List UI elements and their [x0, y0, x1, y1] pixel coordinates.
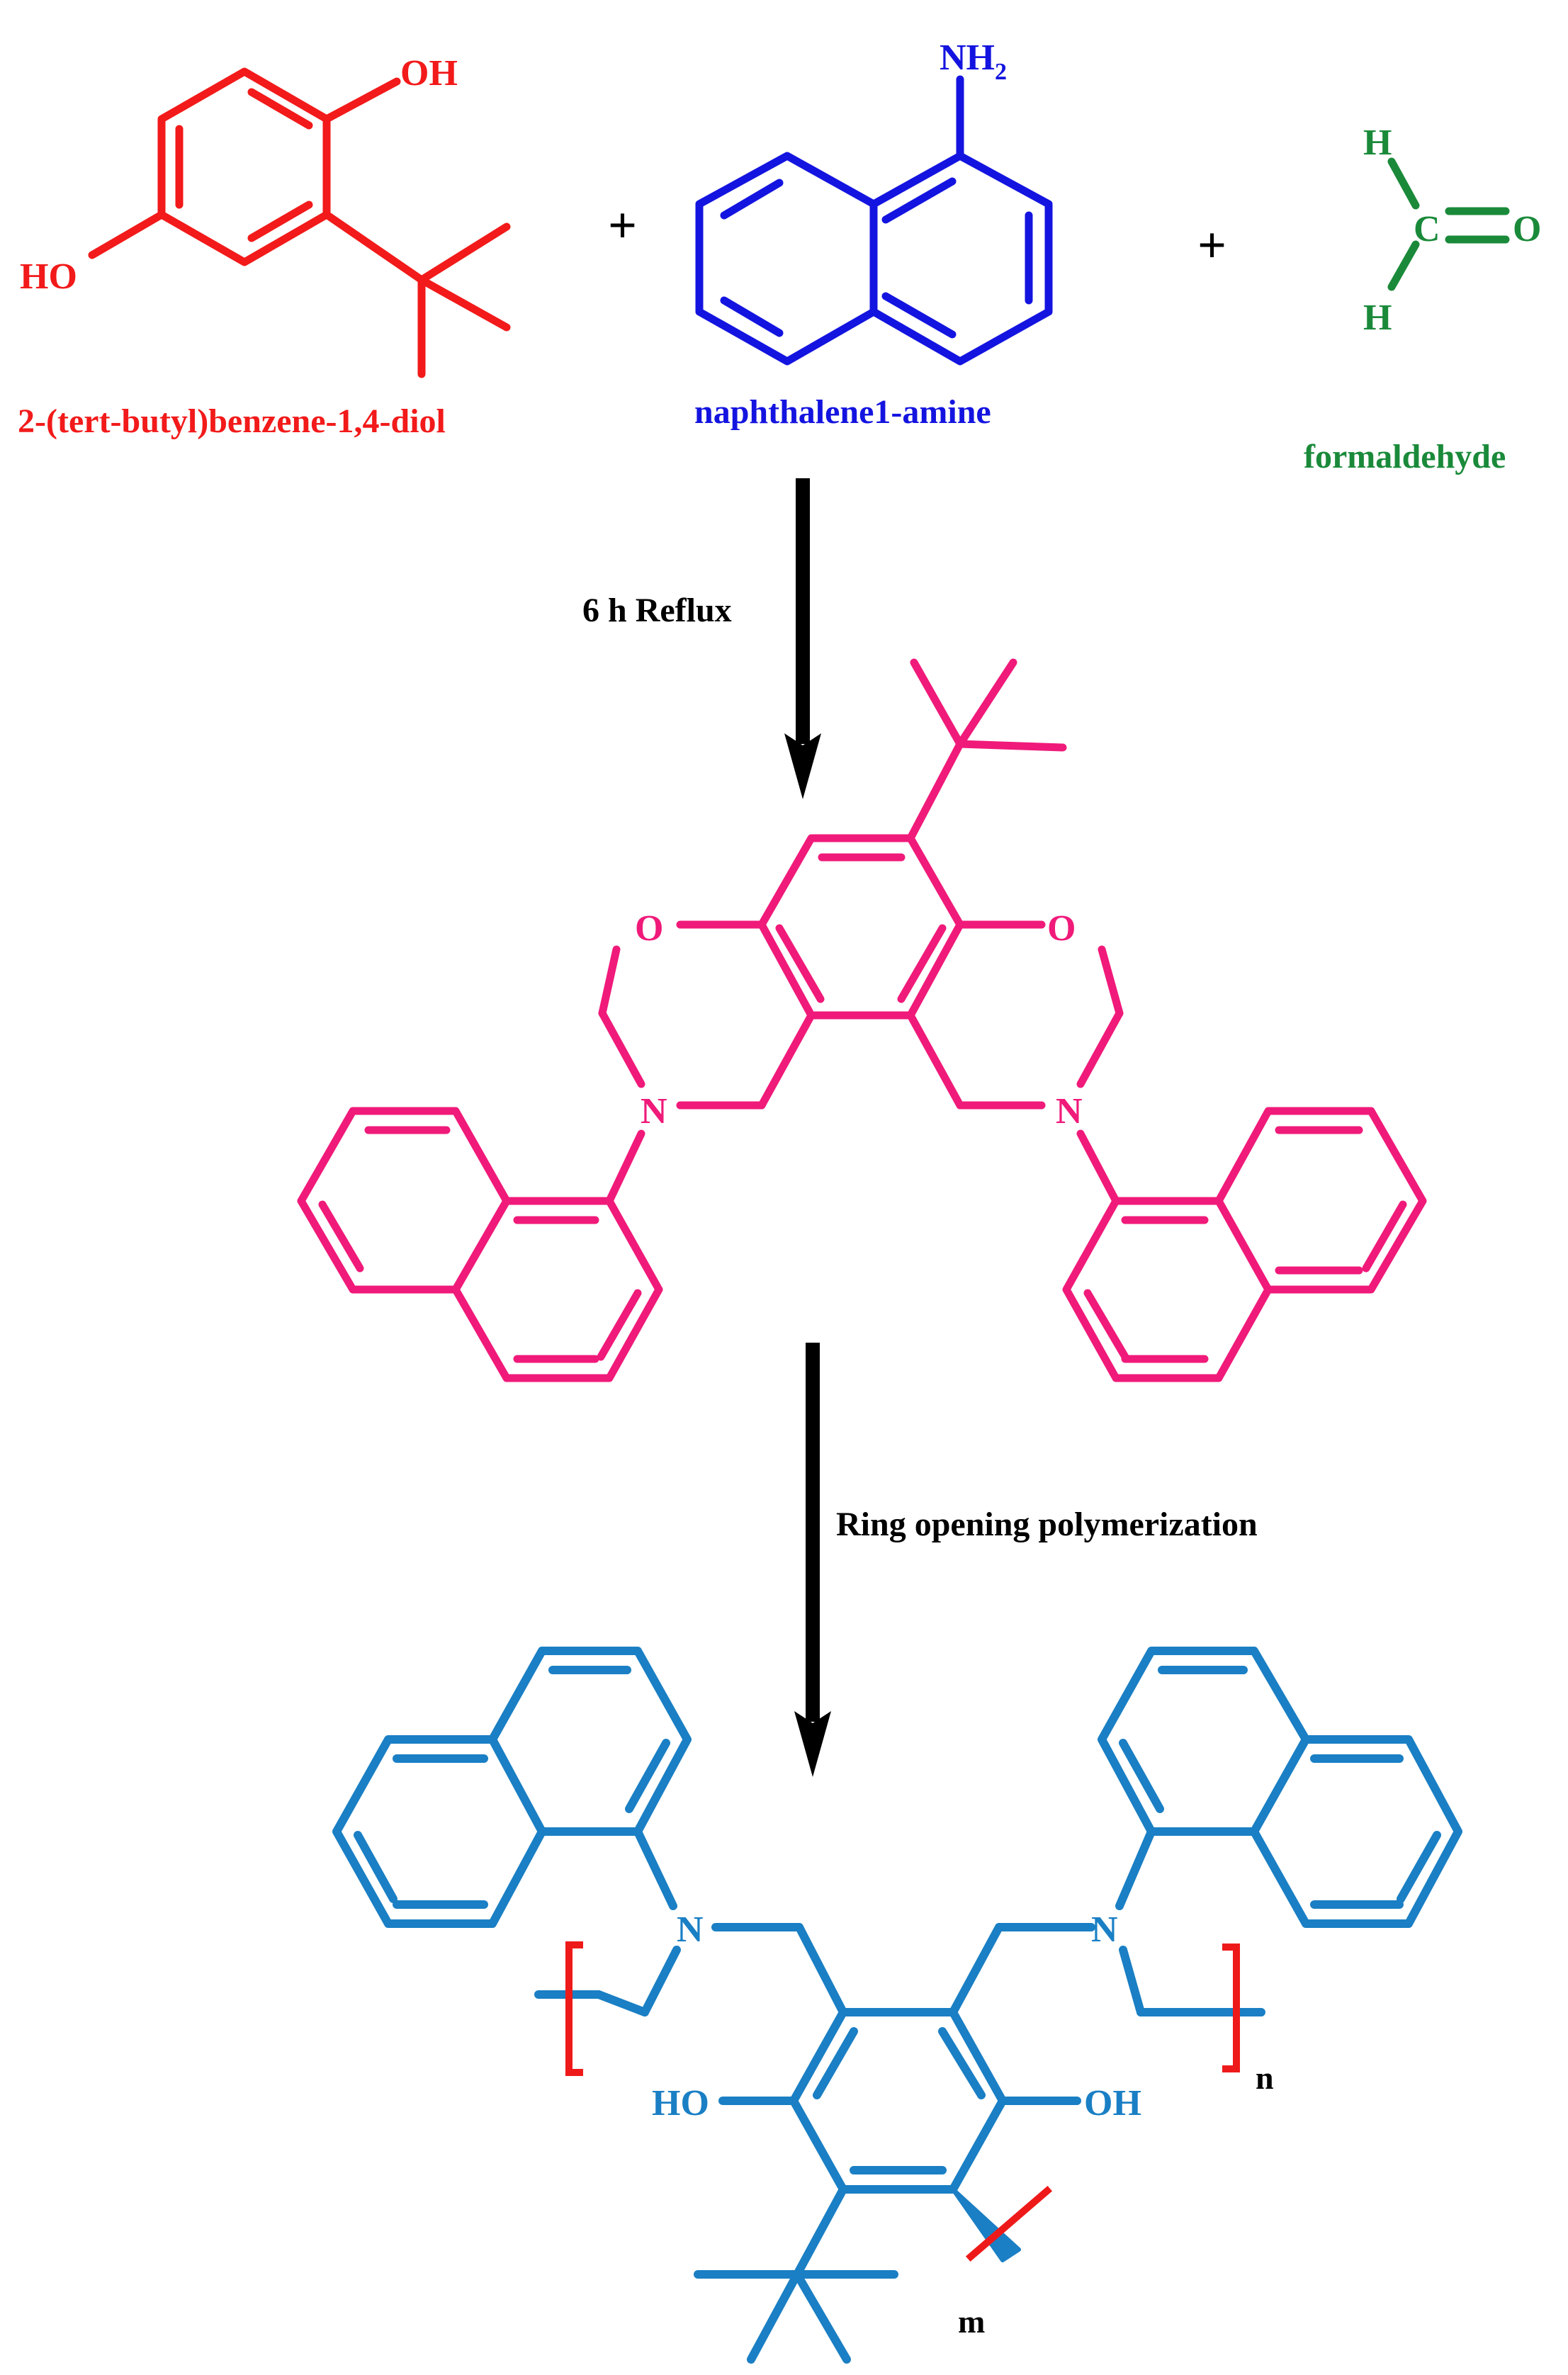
oh-label-top: OH [400, 53, 458, 94]
reactant-1-name: 2-(tert-butyl)benzene-1,4-diol [18, 402, 446, 440]
plus-sign-1: + [608, 197, 637, 254]
repeat-index-n: n [1256, 2060, 1274, 2096]
condition-rop: Ring opening polymerization [836, 1506, 1258, 1543]
tert-butylhydroquinone-structure: OH HO [20, 53, 511, 378]
ho-label: HO [652, 2083, 709, 2123]
h-label-top: H [1363, 123, 1392, 163]
benzoxazine-monomer-structure: O O N N [297, 658, 1427, 1382]
naphthylamine-structure: NH2 [695, 38, 1053, 366]
o-label-right: O [1047, 908, 1076, 949]
n-label-right: N [1056, 1091, 1083, 1132]
plus-sign-2: + [1197, 217, 1226, 273]
reactant-2-name: naphthalene1-amine [694, 393, 991, 431]
ho-label-left: HO [20, 256, 77, 297]
formaldehyde-structure: H H C O [1363, 123, 1541, 338]
c-label: C [1414, 209, 1440, 249]
reactant-3-name: formaldehyde [1304, 438, 1506, 475]
repeat-index-m: m [958, 2303, 985, 2340]
reaction-arrow-2 [794, 1343, 831, 1777]
repeat-unit-brackets [565, 1941, 1240, 2262]
o-label-left: O [635, 908, 663, 949]
reaction-arrow-1 [784, 478, 821, 799]
polybenzoxazine-structure: N N HO OH [332, 1647, 1462, 2364]
h-label-bottom: H [1363, 298, 1392, 338]
nh2-label: NH2 [940, 38, 1007, 85]
oh-label: OH [1084, 2083, 1141, 2123]
o-label: O [1513, 209, 1541, 249]
n-label-left: N [641, 1091, 667, 1132]
n-label-right: N [1091, 1909, 1118, 1950]
n-label-left: N [677, 1909, 704, 1950]
condition-reflux: 6 h Reflux [582, 592, 732, 629]
